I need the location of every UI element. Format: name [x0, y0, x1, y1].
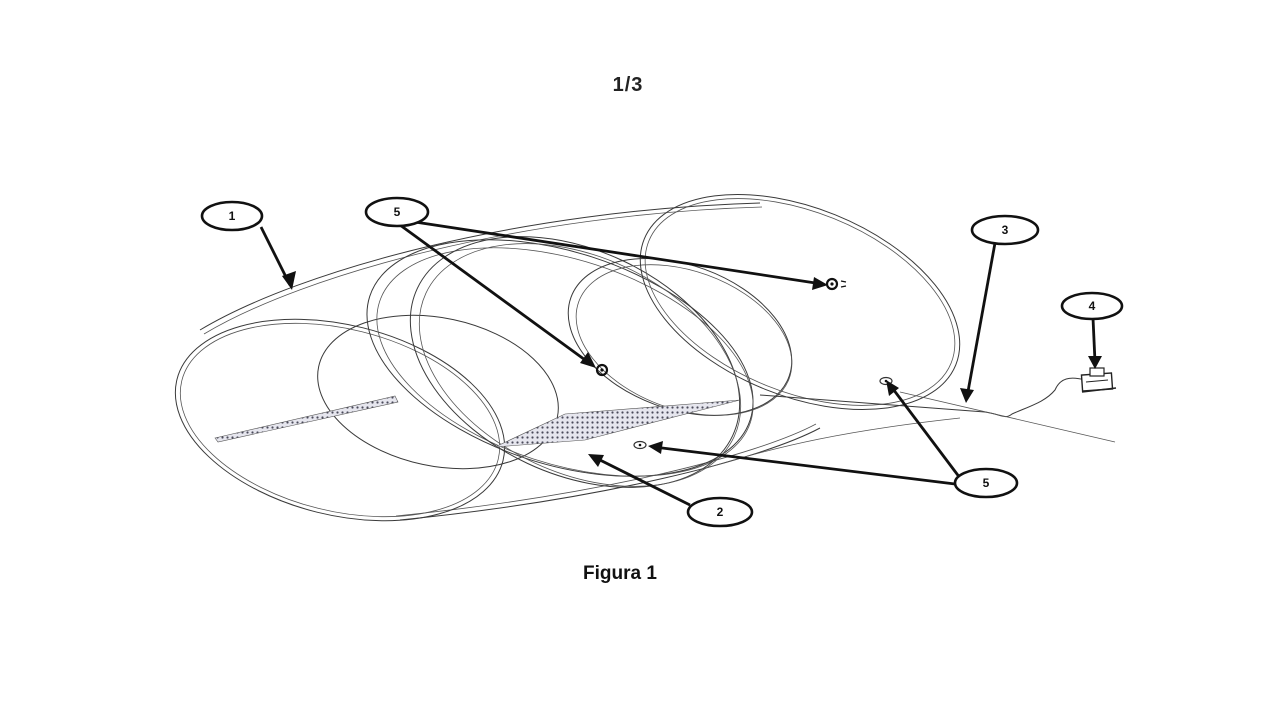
callout-5-top: 5	[364, 196, 430, 228]
device-icon	[1080, 367, 1117, 393]
callout-2: 2	[686, 496, 754, 528]
middle-rings	[317, 236, 793, 488]
callout-label: 2	[717, 505, 724, 519]
sensor-icon	[825, 277, 847, 291]
page-number: 1/3	[612, 74, 644, 96]
sensor-icon	[633, 440, 647, 450]
sensor-markers	[595, 277, 893, 450]
callout-label: 4	[1089, 299, 1096, 313]
callout-label: 5	[983, 476, 990, 490]
callout-3: 3	[970, 214, 1040, 246]
figure-caption: Figura 1	[583, 563, 657, 584]
callout-label: 3	[1002, 223, 1009, 237]
tow-cable	[699, 377, 1116, 471]
callout-1: 1	[200, 200, 264, 232]
leader-lines	[259, 220, 1102, 507]
sensor-icon	[595, 363, 609, 377]
callout-5-bottom: 5	[953, 467, 1019, 499]
rear-ring	[639, 193, 961, 411]
front-ring	[174, 318, 506, 522]
callout-label: 1	[229, 209, 236, 223]
callout-label: 5	[394, 205, 401, 219]
envelope	[199, 202, 821, 521]
callout-4: 4	[1060, 291, 1124, 321]
net-panels	[214, 395, 741, 448]
